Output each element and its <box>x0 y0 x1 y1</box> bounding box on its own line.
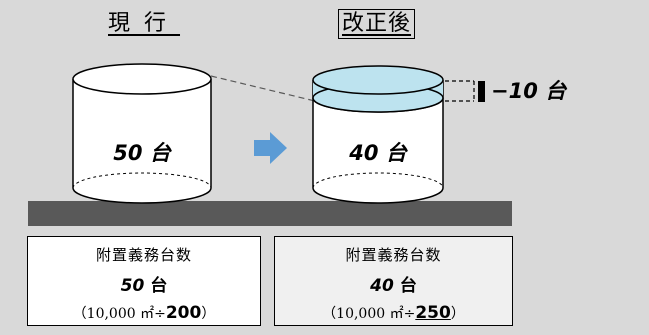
revised-box-count-value: 40 <box>370 276 394 296</box>
current-formula-suffix: ） <box>201 306 216 322</box>
current-box-count-value: 50 <box>120 276 145 296</box>
revised-box-count-unit: 台 <box>399 276 417 296</box>
current-cylinder-count: 50 台 <box>113 141 173 165</box>
projection-line <box>210 75 316 102</box>
current-formula-divisor: 200 <box>165 303 202 323</box>
current-box-label: 附置義務台数 <box>95 246 192 264</box>
ground-bar <box>28 201 512 226</box>
revised-formula-prefix: （10,000 ㎡÷ <box>322 306 416 322</box>
revised-cylinder-count: 40 台 <box>348 141 409 165</box>
revised-header: 改正後 <box>338 9 416 39</box>
reduction-label: −10 台 <box>491 79 568 103</box>
current-header: 現行 <box>108 11 181 36</box>
current-cylinder <box>72 63 212 204</box>
revised-box-formula: （10,000 ㎡÷250） <box>275 303 512 323</box>
current-formula-prefix: （10,000 ㎡÷ <box>72 306 166 322</box>
revised-box-label: 附置義務台数 <box>345 246 442 264</box>
reduction-bracket <box>445 80 485 102</box>
revised-cylinder <box>312 65 444 204</box>
current-box-formula: （10,000 ㎡÷200） <box>28 303 260 323</box>
arrow-right-icon <box>254 132 287 164</box>
revised-formula-suffix: ） <box>450 306 465 322</box>
revised-formula-divisor: 250 <box>415 303 451 323</box>
current-box-count-unit: 台 <box>150 276 168 296</box>
